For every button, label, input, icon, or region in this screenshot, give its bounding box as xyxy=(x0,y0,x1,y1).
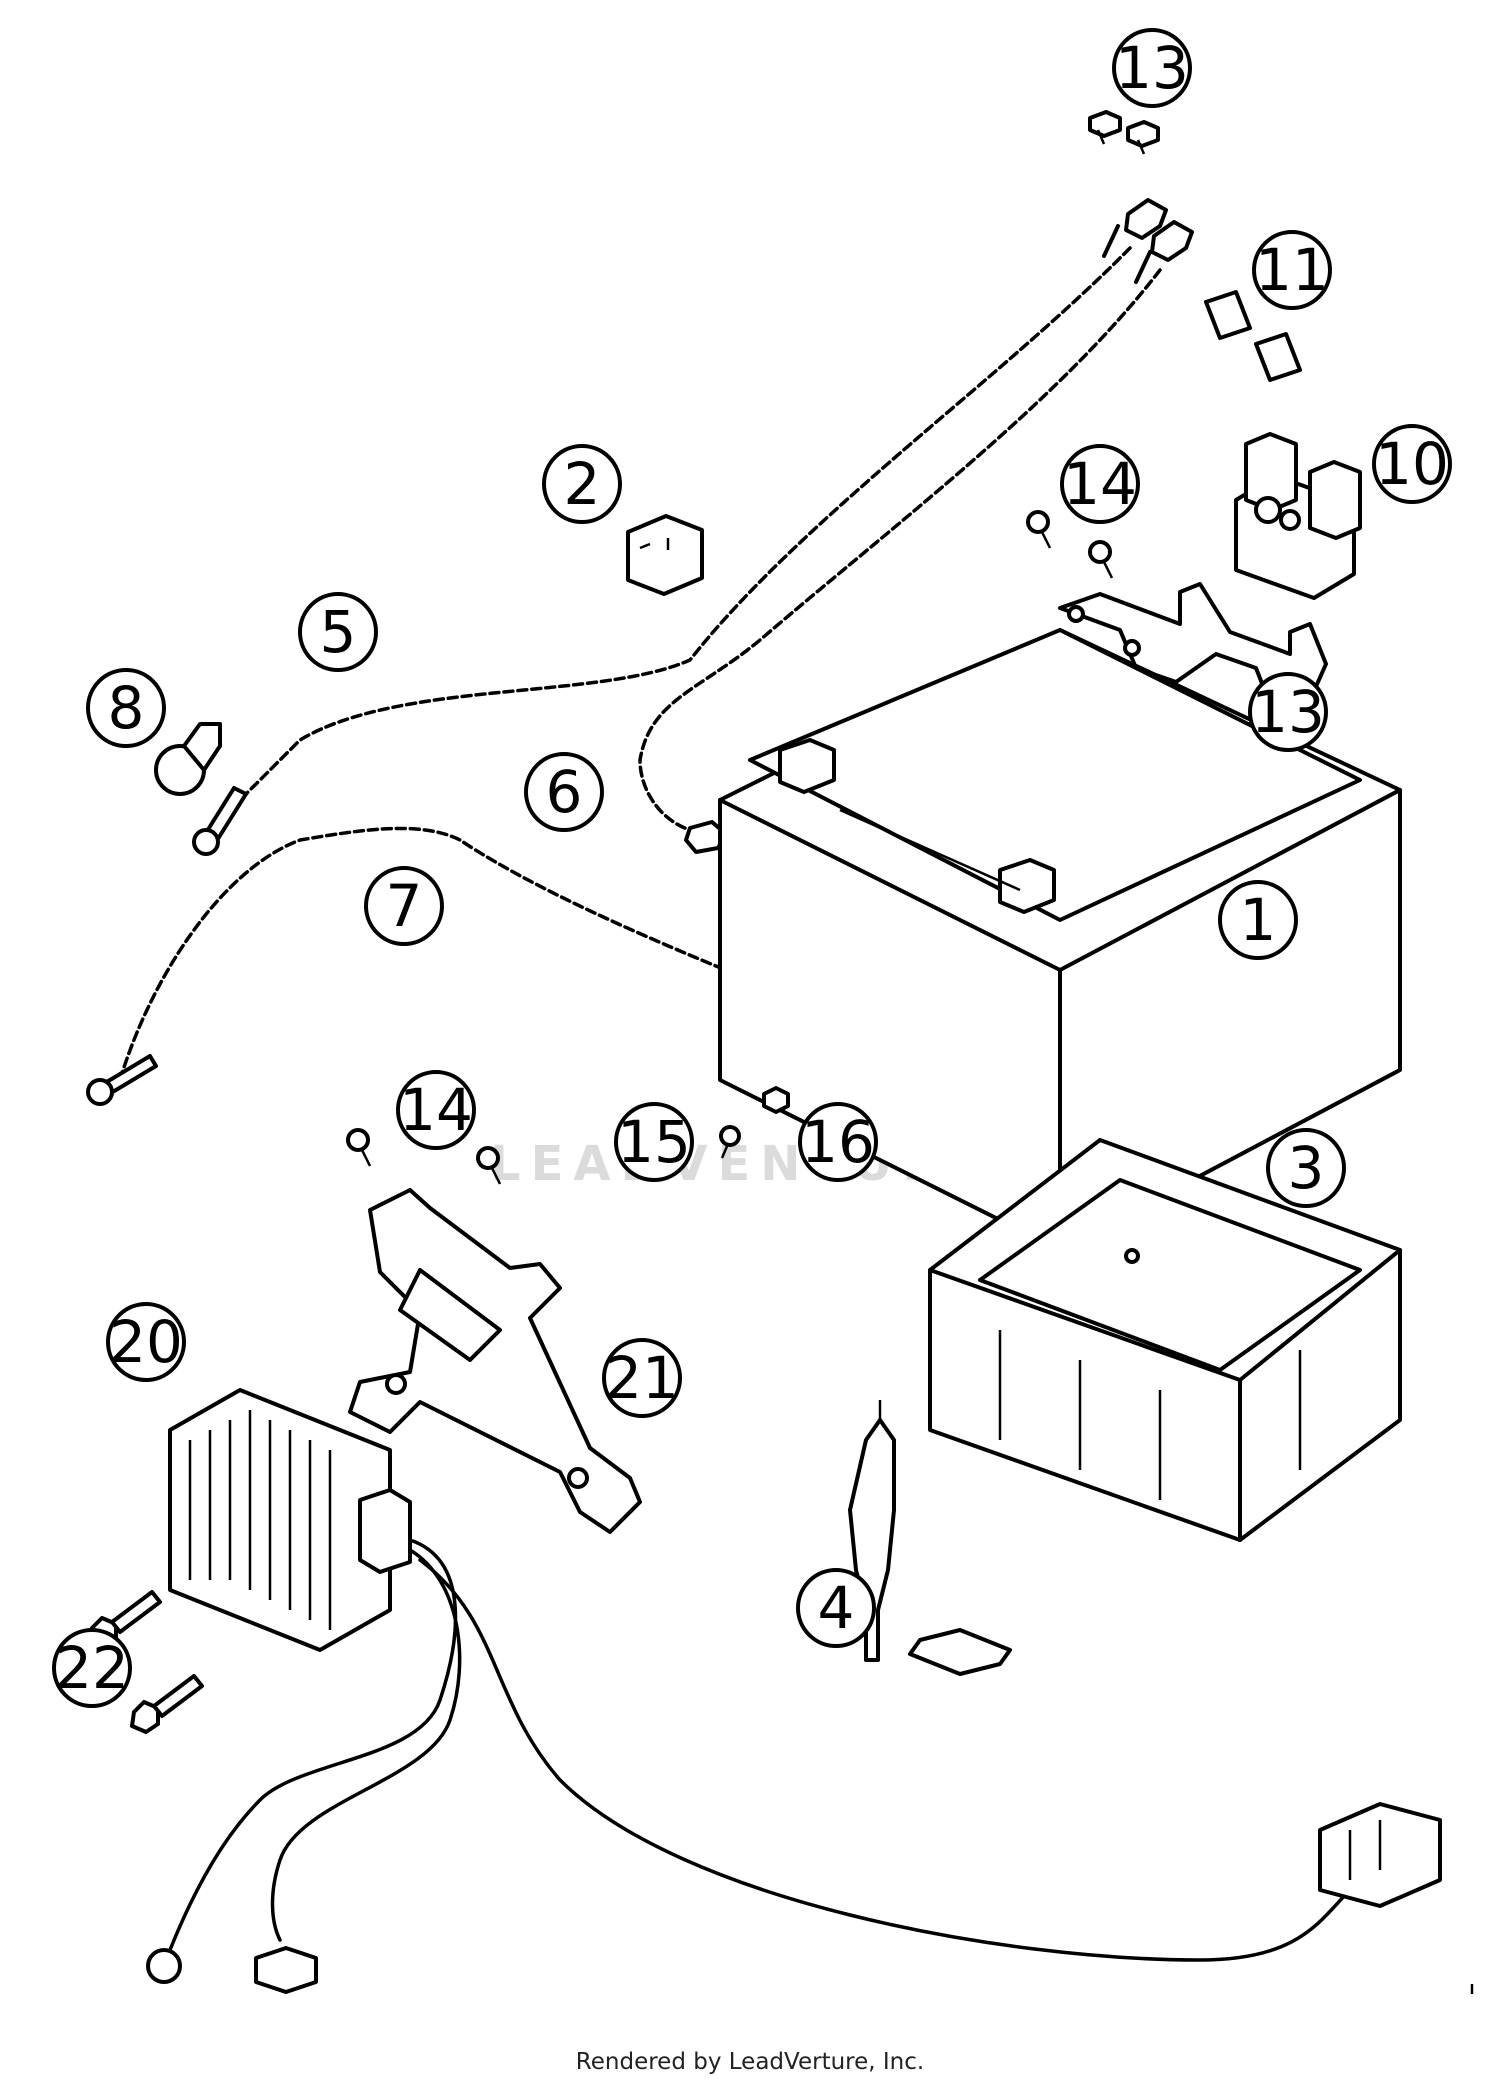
callout-16: 16 xyxy=(798,1102,878,1182)
callout-15: 15 xyxy=(614,1102,694,1182)
terminal-cap-2-icon xyxy=(626,514,704,596)
cable-7-icon xyxy=(86,826,816,1106)
callout-11: 11 xyxy=(1252,230,1332,310)
callout-20: 20 xyxy=(106,1302,186,1382)
battery-1-icon xyxy=(718,628,1402,1252)
callout-7: 7 xyxy=(364,866,444,946)
callout-22-label: 22 xyxy=(55,1634,129,1702)
callout-22: 22 xyxy=(52,1628,132,1708)
callout-10-label: 10 xyxy=(1375,430,1449,498)
regulator-rectifier-20-icon xyxy=(168,1388,412,1652)
screw-15-icon xyxy=(719,1125,741,1159)
starter-relay-10-icon xyxy=(1234,432,1362,600)
nut-16-icon xyxy=(762,1086,790,1114)
callout-2: 2 xyxy=(542,444,622,524)
callout-1: 1 xyxy=(1218,880,1298,960)
regulator-wiring-icon xyxy=(146,1538,1442,1994)
screw-14-lower-icon xyxy=(346,1128,502,1185)
callout-14-upper-label: 14 xyxy=(1063,450,1137,518)
callout-6-label: 6 xyxy=(546,758,583,826)
battery-cables-icon xyxy=(228,198,1194,854)
footer-credit: Rendered by LeadVerture, Inc. xyxy=(575,2049,925,2075)
callout-8-label: 8 xyxy=(108,674,145,742)
callout-4: 4 xyxy=(796,1568,876,1648)
callout-14-upper: 14 xyxy=(1060,444,1140,524)
callout-14-lower: 14 xyxy=(396,1070,476,1150)
callout-8: 8 xyxy=(86,668,166,748)
screw-14-upper-icon xyxy=(1026,510,1114,579)
callout-5-label: 5 xyxy=(320,598,357,666)
cable-5-lug-icon xyxy=(192,786,248,856)
battery-box-3-icon xyxy=(928,1138,1402,1542)
terminal-boot-8-icon xyxy=(154,722,222,796)
callout-12: 13 xyxy=(1112,28,1192,108)
callout-14-lower-label: 14 xyxy=(399,1076,473,1144)
callout-3: 3 xyxy=(1266,1128,1346,1208)
battery-strap-4-icon xyxy=(848,1400,1012,1676)
callout-1-label: 1 xyxy=(1240,886,1277,954)
callout-4-label: 4 xyxy=(818,1574,855,1642)
callout-21: 21 xyxy=(602,1338,682,1418)
callout-13: 13 xyxy=(1248,672,1328,752)
regulator-bracket-21-icon xyxy=(348,1188,642,1534)
callout-16-label: 16 xyxy=(801,1108,875,1176)
relay-bracket-13-icon xyxy=(1058,582,1328,720)
callout-5: 5 xyxy=(298,592,378,672)
callout-12-label: 13 xyxy=(1115,34,1189,102)
callout-20-label: 20 xyxy=(109,1308,183,1376)
screw-12-icon xyxy=(1088,110,1160,155)
callout-13-label: 13 xyxy=(1251,678,1325,746)
callout-21-label: 21 xyxy=(605,1344,679,1412)
callout-7-label: 7 xyxy=(386,872,423,940)
callout-3-label: 3 xyxy=(1288,1134,1325,1202)
callout-15-label: 15 xyxy=(617,1108,691,1176)
callout-10: 10 xyxy=(1372,424,1452,504)
fuse-11-icon xyxy=(1204,290,1302,382)
callout-11-label: 11 xyxy=(1255,236,1329,304)
callout-2-label: 2 xyxy=(564,450,601,518)
callout-6: 6 xyxy=(524,752,604,832)
